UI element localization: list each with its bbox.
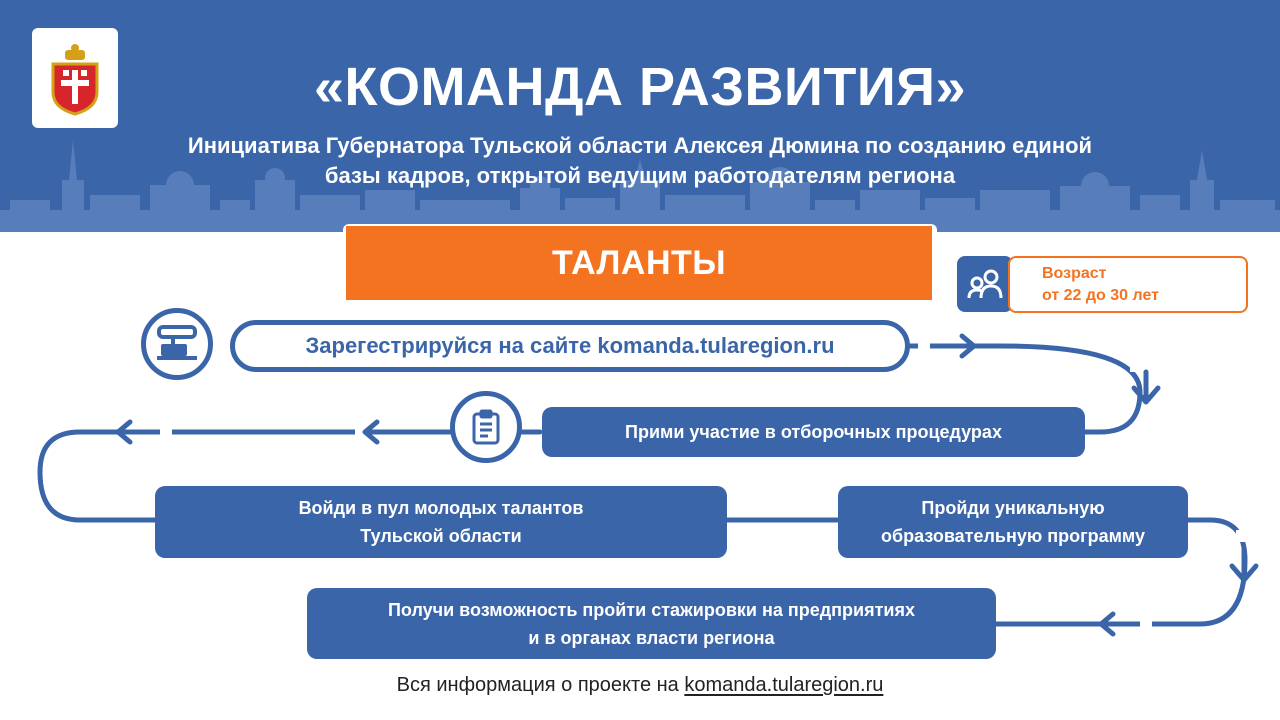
subtitle-line: базы кадров, открытой ведущим работодате…	[324, 163, 956, 188]
step-program-line1: Пройди уникальную	[921, 498, 1105, 518]
footer-text: Вся информация о проекте на	[396, 674, 685, 696]
age-range: от 22 до 30 лет	[1042, 287, 1159, 304]
arrow-right-icon	[937, 333, 977, 359]
step-selection: Прими участие в отборочных процедурах	[542, 407, 1085, 457]
step-pool-line1: Войди в пул молодых талантов	[298, 498, 584, 518]
city-skyline-decoration	[0, 140, 1280, 232]
step-internship: Получи возможность пройти стажировки на …	[307, 588, 996, 659]
step-program: Пройди уникальную образовательную програ…	[838, 486, 1188, 558]
arrow-left-icon	[1098, 611, 1137, 637]
logo-container	[32, 28, 118, 128]
step-program-line2: образовательную программу	[880, 526, 1146, 546]
page-subtitle: Инициатива Губернатора Тульской области …	[0, 131, 1280, 191]
age-info: Возраст от 22 до 30 лет	[1008, 256, 1248, 313]
step-pool: Войди в пул молодых талантов Тульской об…	[155, 486, 727, 558]
age-label: Возраст	[1042, 265, 1107, 282]
arrow-left-icon	[362, 419, 401, 445]
step-register: Зарегестрируйся на сайте komanda.tulareg…	[230, 320, 910, 372]
clipboard-icon	[450, 391, 522, 463]
people-icon	[957, 256, 1013, 312]
coat-of-arms-emblem	[51, 44, 99, 116]
step-selection-text: Прими участие в отборочных процедурах	[625, 422, 1002, 442]
computer-icon	[141, 308, 213, 380]
footer: Вся информация о проекте на komanda.tula…	[0, 674, 1280, 697]
arrow-down-icon	[1229, 547, 1259, 583]
arrow-down-icon	[1131, 369, 1161, 405]
section-title: ТАЛАНТЫ	[346, 226, 932, 300]
step-internship-line1: Получи возможность пройти стажировки на …	[387, 599, 916, 620]
step-pool-line2: Тульской области	[360, 526, 522, 546]
step-internship-line2: и в органах власти региона	[528, 627, 775, 648]
page-title: «КОМАНДА РАЗВИТИЯ»	[314, 57, 966, 117]
footer-link[interactable]: komanda.tularegion.ru	[684, 674, 884, 696]
arrow-left-icon	[115, 419, 153, 445]
header-banner: «КОМАНДА РАЗВИТИЯ» Инициатива Губернатор…	[0, 0, 1280, 232]
subtitle-line: Инициатива Губернатора Тульской области …	[187, 133, 1093, 158]
